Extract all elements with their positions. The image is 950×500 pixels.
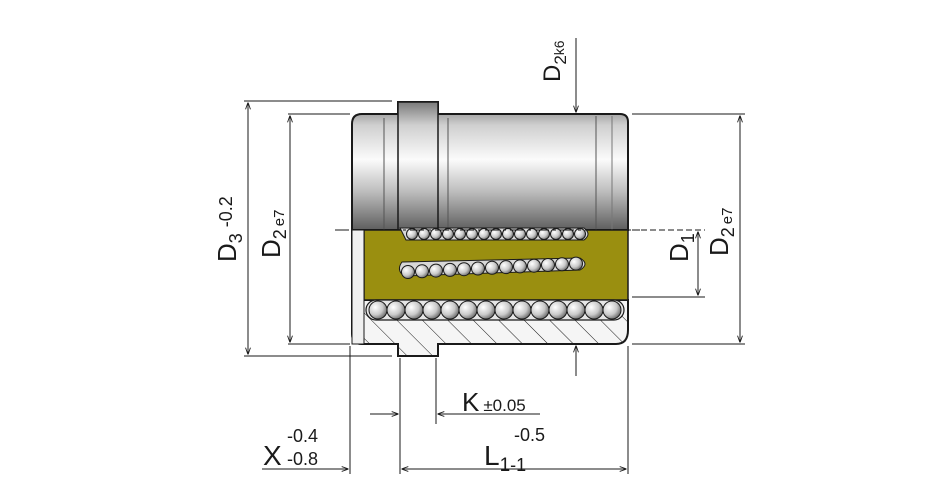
label-d3: D3-0.2 [212,196,246,262]
outer-sleeve-upper [351,101,629,231]
label-x-tol-upper: -0.4 [287,426,318,446]
ball [502,228,514,240]
ball [401,265,415,279]
bushing-body [335,101,640,357]
ball [569,256,583,271]
ball [538,228,550,240]
ball [458,300,478,320]
inner-bore-strip [351,229,365,345]
ball [476,300,496,320]
ball [422,300,442,320]
ball [550,228,562,240]
ball [466,228,478,240]
ball [530,300,550,320]
collar-groove [397,101,439,231]
ball [602,300,622,320]
ball [471,261,485,276]
ball [512,300,532,320]
ball [386,300,406,320]
ball [418,228,430,240]
label-d2-k6: D2k6 [539,40,570,82]
ball [494,300,514,320]
label-d1: D1 [664,233,698,262]
ball [541,258,555,272]
dimension-lines [244,38,745,474]
ball [499,260,513,275]
label-x-tol-lower: -0.8 [287,449,318,469]
ball [368,300,388,320]
ball [485,260,499,275]
ball [440,300,460,320]
ball [404,300,424,320]
ball [429,263,443,278]
ball [548,300,568,320]
upper-ball-row [406,228,586,240]
ball [442,228,454,240]
ball [566,300,586,320]
ball [430,228,442,240]
label-l1-tol-upper: -0.5 [514,425,545,445]
ball [454,228,466,240]
ball [555,257,569,272]
return-ball-row [401,256,583,279]
ball [478,228,490,240]
ball [490,228,502,240]
label-k: K±0.05 [462,387,526,417]
load-ball-row [368,300,622,320]
ball [406,228,418,240]
ball [527,258,541,273]
label-d2-e7-right: D2e7 [704,208,738,256]
ball [415,264,429,279]
ball [526,228,538,240]
ball [513,259,527,274]
label-x: X [263,440,282,471]
label-d2-e7-left: D2e7 [256,210,290,258]
ball [584,300,604,320]
ball [443,262,457,277]
label-l1: L1-1 [484,440,526,476]
ball [514,228,526,240]
ball [574,228,586,240]
ball [562,228,574,240]
ball [457,262,471,277]
